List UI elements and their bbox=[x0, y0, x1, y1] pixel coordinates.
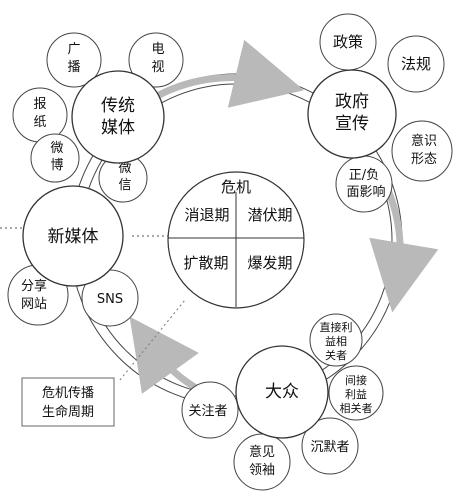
satellite-law: 法规 bbox=[387, 35, 445, 93]
satellite-indirect-stakeholders: 间接 利益 相关者 bbox=[328, 365, 384, 421]
node-public: 大众 bbox=[235, 345, 329, 439]
svg-text:传统: 传统 bbox=[101, 96, 135, 116]
svg-text:SNS: SNS bbox=[97, 292, 123, 307]
svg-text:政府: 政府 bbox=[335, 92, 369, 112]
svg-text:广: 广 bbox=[67, 42, 80, 57]
svg-text:报: 报 bbox=[33, 97, 46, 112]
svg-text:纸: 纸 bbox=[33, 115, 46, 130]
crisis-title: 危机 bbox=[221, 178, 251, 196]
satellite-silent: 沉默者 bbox=[301, 417, 359, 475]
phase-outbreak: 爆发期 bbox=[247, 254, 292, 272]
satellite-wechat: 微 信 bbox=[98, 153, 148, 203]
svg-text:关注者: 关注者 bbox=[188, 404, 227, 419]
svg-text:博: 博 bbox=[50, 158, 63, 173]
crisis-center: 危机 消退期 潜伏期 扩散期 爆发期 bbox=[167, 171, 305, 309]
svg-text:间接: 间接 bbox=[345, 374, 367, 387]
phase-decline: 消退期 bbox=[184, 206, 229, 224]
svg-text:信: 信 bbox=[118, 178, 131, 193]
satellite-weibo: 微 博 bbox=[30, 133, 80, 183]
svg-text:电: 电 bbox=[151, 42, 164, 57]
satellite-newspaper: 报 纸 bbox=[12, 87, 68, 143]
svg-text:意识: 意识 bbox=[411, 133, 437, 149]
svg-text:微: 微 bbox=[118, 161, 131, 176]
svg-text:分享: 分享 bbox=[21, 278, 47, 294]
svg-text:关者: 关者 bbox=[325, 348, 347, 362]
svg-text:领袖: 领袖 bbox=[249, 463, 275, 478]
node-traditional-media: 传统 媒体 bbox=[71, 70, 165, 164]
svg-text:正/负: 正/负 bbox=[349, 168, 379, 183]
svg-text:视: 视 bbox=[151, 60, 164, 75]
svg-text:面影响: 面影响 bbox=[346, 184, 385, 200]
svg-text:相关者: 相关者 bbox=[340, 401, 373, 415]
svg-text:直接利: 直接利 bbox=[320, 320, 353, 334]
svg-text:播: 播 bbox=[67, 60, 80, 75]
dotted-line-caption bbox=[119, 299, 186, 381]
svg-text:意见: 意见 bbox=[249, 444, 275, 460]
flow-arrow-right bbox=[369, 188, 439, 313]
satellite-opinion-leader: 意见 领袖 bbox=[233, 433, 291, 491]
svg-text:利益: 利益 bbox=[345, 387, 367, 401]
svg-text:宣传: 宣传 bbox=[335, 114, 369, 134]
svg-text:政策: 政策 bbox=[333, 33, 363, 51]
svg-text:形态: 形态 bbox=[411, 152, 437, 167]
satellite-ideology: 意识 形态 bbox=[391, 120, 453, 182]
caption-box: 危机传播 生命周期 bbox=[21, 377, 115, 427]
satellite-influence: 正/负 面影响 bbox=[335, 155, 393, 213]
svg-text:法规: 法规 bbox=[401, 55, 431, 73]
node-new-media: 新媒体 bbox=[22, 185, 124, 287]
satellite-follower: 关注者 bbox=[181, 381, 239, 439]
satellite-policy: 政策 bbox=[319, 13, 377, 71]
svg-text:媒体: 媒体 bbox=[101, 118, 135, 138]
svg-text:新媒体: 新媒体 bbox=[48, 227, 99, 247]
svg-text:微: 微 bbox=[50, 141, 63, 156]
satellite-broadcast: 广 播 bbox=[46, 32, 102, 88]
satellite-sns: SNS bbox=[81, 269, 139, 327]
svg-text:沉默者: 沉默者 bbox=[310, 439, 349, 455]
svg-text:益相: 益相 bbox=[325, 334, 347, 348]
caption-line-1: 危机传播 bbox=[42, 386, 94, 401]
phase-latent: 潜伏期 bbox=[247, 206, 292, 224]
svg-text:大众: 大众 bbox=[265, 382, 299, 402]
satellite-tv: 电 视 bbox=[128, 32, 184, 88]
node-government-publicity: 政府 宣传 bbox=[307, 69, 397, 159]
svg-text:网站: 网站 bbox=[21, 297, 47, 312]
satellite-direct-stakeholders: 直接利 益相 关者 bbox=[309, 313, 363, 367]
phase-spread: 扩散期 bbox=[183, 254, 228, 272]
flow-arrow-top bbox=[148, 39, 305, 108]
caption-line-2: 生命周期 bbox=[42, 404, 94, 420]
